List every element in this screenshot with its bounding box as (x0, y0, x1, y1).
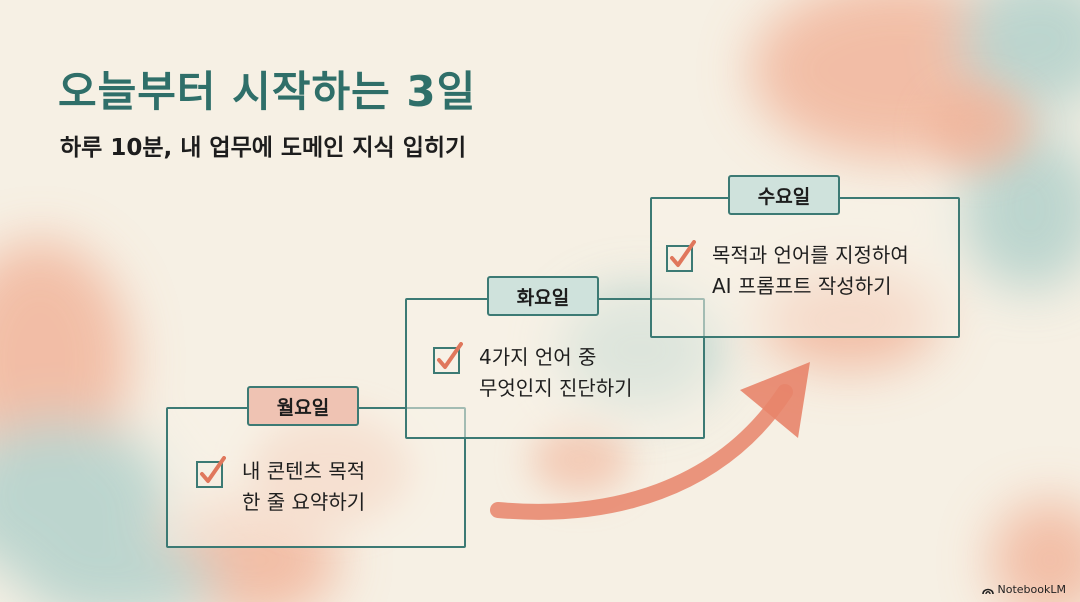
task-item-tuesday: 4가지 언어 중 무엇인지 진단하기 (433, 342, 633, 404)
checkbox-checked-icon (196, 456, 226, 488)
brand-watermark: NotebookLM (981, 583, 1066, 596)
task-text-tuesday: 4가지 언어 중 무엇인지 진단하기 (479, 342, 633, 404)
checkbox-checked-icon (666, 240, 696, 272)
task-text-monday: 내 콘텐츠 목적 한 줄 요약하기 (242, 456, 365, 518)
day-tag-monday: 월요일 (247, 386, 359, 426)
task-line: 내 콘텐츠 목적 (242, 459, 366, 483)
brand-name: NotebookLM (997, 583, 1066, 596)
task-item-monday: 내 콘텐츠 목적 한 줄 요약하기 (196, 456, 365, 518)
day-tag-wednesday: 수요일 (728, 175, 840, 215)
task-item-wednesday: 목적과 언어를 지정하여 AI 프롬프트 작성하기 (666, 240, 909, 302)
page-title: 오늘부터 시작하는 3일 (58, 67, 477, 116)
checkbox-checked-icon (433, 342, 463, 374)
progress-arrow-icon (490, 362, 810, 520)
notebooklm-logo-icon (981, 588, 994, 594)
task-line: 무엇인지 진단하기 (479, 376, 633, 400)
task-line: 한 줄 요약하기 (242, 490, 366, 514)
task-text-wednesday: 목적과 언어를 지정하여 AI 프롬프트 작성하기 (712, 240, 909, 302)
page-subtitle: 하루 10분, 내 업무에 도메인 지식 입히기 (60, 135, 467, 161)
task-line: 4가지 언어 중 (479, 345, 597, 369)
task-line: 목적과 언어를 지정하여 (712, 243, 909, 267)
step-card-wednesday (650, 197, 960, 338)
day-tag-tuesday: 화요일 (487, 276, 599, 316)
task-line: AI 프롬프트 작성하기 (712, 274, 892, 298)
